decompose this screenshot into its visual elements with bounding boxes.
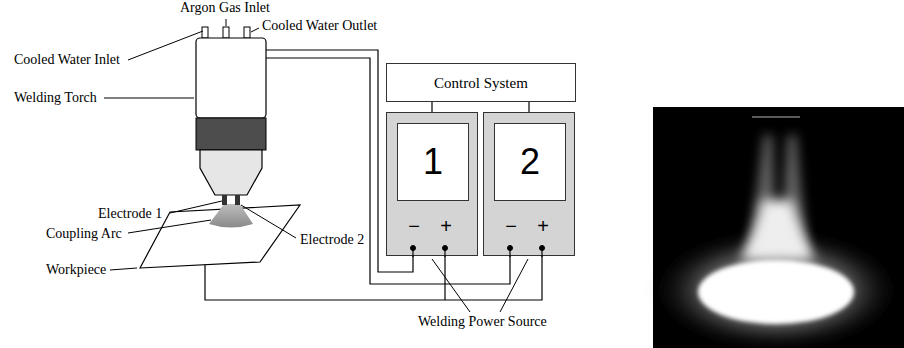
photo-electrode-edge <box>752 116 800 118</box>
terminal-sign: + <box>533 215 553 237</box>
leader-line <box>170 201 222 213</box>
leader-line <box>226 19 227 26</box>
source-number: 2 <box>494 123 566 201</box>
power-source-box: 2 −+ <box>483 112 575 256</box>
box-title: Control System <box>434 74 528 92</box>
leader-line <box>128 220 211 233</box>
terminal-sign: + <box>436 215 456 237</box>
terminal-lead <box>509 248 510 257</box>
terminal-dot <box>443 246 448 251</box>
water-inlet-pipe <box>202 27 208 38</box>
terminal-dot <box>411 246 416 251</box>
connector-line <box>431 102 432 112</box>
terminal-lead <box>541 248 542 257</box>
part-label: Argon Gas Inlet <box>180 0 270 16</box>
source-number: 1 <box>397 123 469 201</box>
workpiece-plate <box>140 205 300 268</box>
terminals <box>411 246 545 258</box>
part-label: Electrode 1 <box>98 206 162 222</box>
part-label: Welding Power Source <box>418 314 547 330</box>
torch-band <box>196 118 266 150</box>
control-box: Control System <box>386 63 576 102</box>
electrode-1 <box>222 195 227 205</box>
leader-line <box>241 205 296 238</box>
part-label: Workpiece <box>46 262 106 278</box>
terminal-dot <box>508 246 513 251</box>
leader-line <box>432 259 470 312</box>
terminal-lead <box>412 248 413 257</box>
connector-line <box>528 102 529 112</box>
leader-line <box>500 259 528 312</box>
terminal-dot <box>540 246 545 251</box>
terminal-sign: − <box>501 215 521 237</box>
torch-body <box>196 38 266 118</box>
part-label: Electrode 2 <box>300 232 364 248</box>
photo-arc-pool <box>698 260 854 324</box>
terminal-sign: − <box>404 215 424 237</box>
terminal-lead <box>444 248 445 257</box>
part-label: Cooled Water Outlet <box>262 18 377 34</box>
part-label: Coupling Arc <box>46 226 122 242</box>
torch-nozzle <box>200 150 262 195</box>
water-outlet-pipe <box>244 27 250 38</box>
part-label: Cooled Water Inlet <box>14 52 120 68</box>
leader-line <box>128 31 203 60</box>
coupling-arc <box>209 204 253 228</box>
leader-line <box>104 98 194 99</box>
arc-photo <box>651 107 904 348</box>
electrode-2 <box>235 195 240 205</box>
leader-line <box>251 28 259 32</box>
leader-line <box>110 268 137 270</box>
power-source-box: 1 −+ <box>386 112 478 256</box>
photo-arc-column <box>740 200 815 260</box>
argon-inlet-pipe <box>223 27 229 38</box>
part-label: Welding Torch <box>14 90 97 106</box>
